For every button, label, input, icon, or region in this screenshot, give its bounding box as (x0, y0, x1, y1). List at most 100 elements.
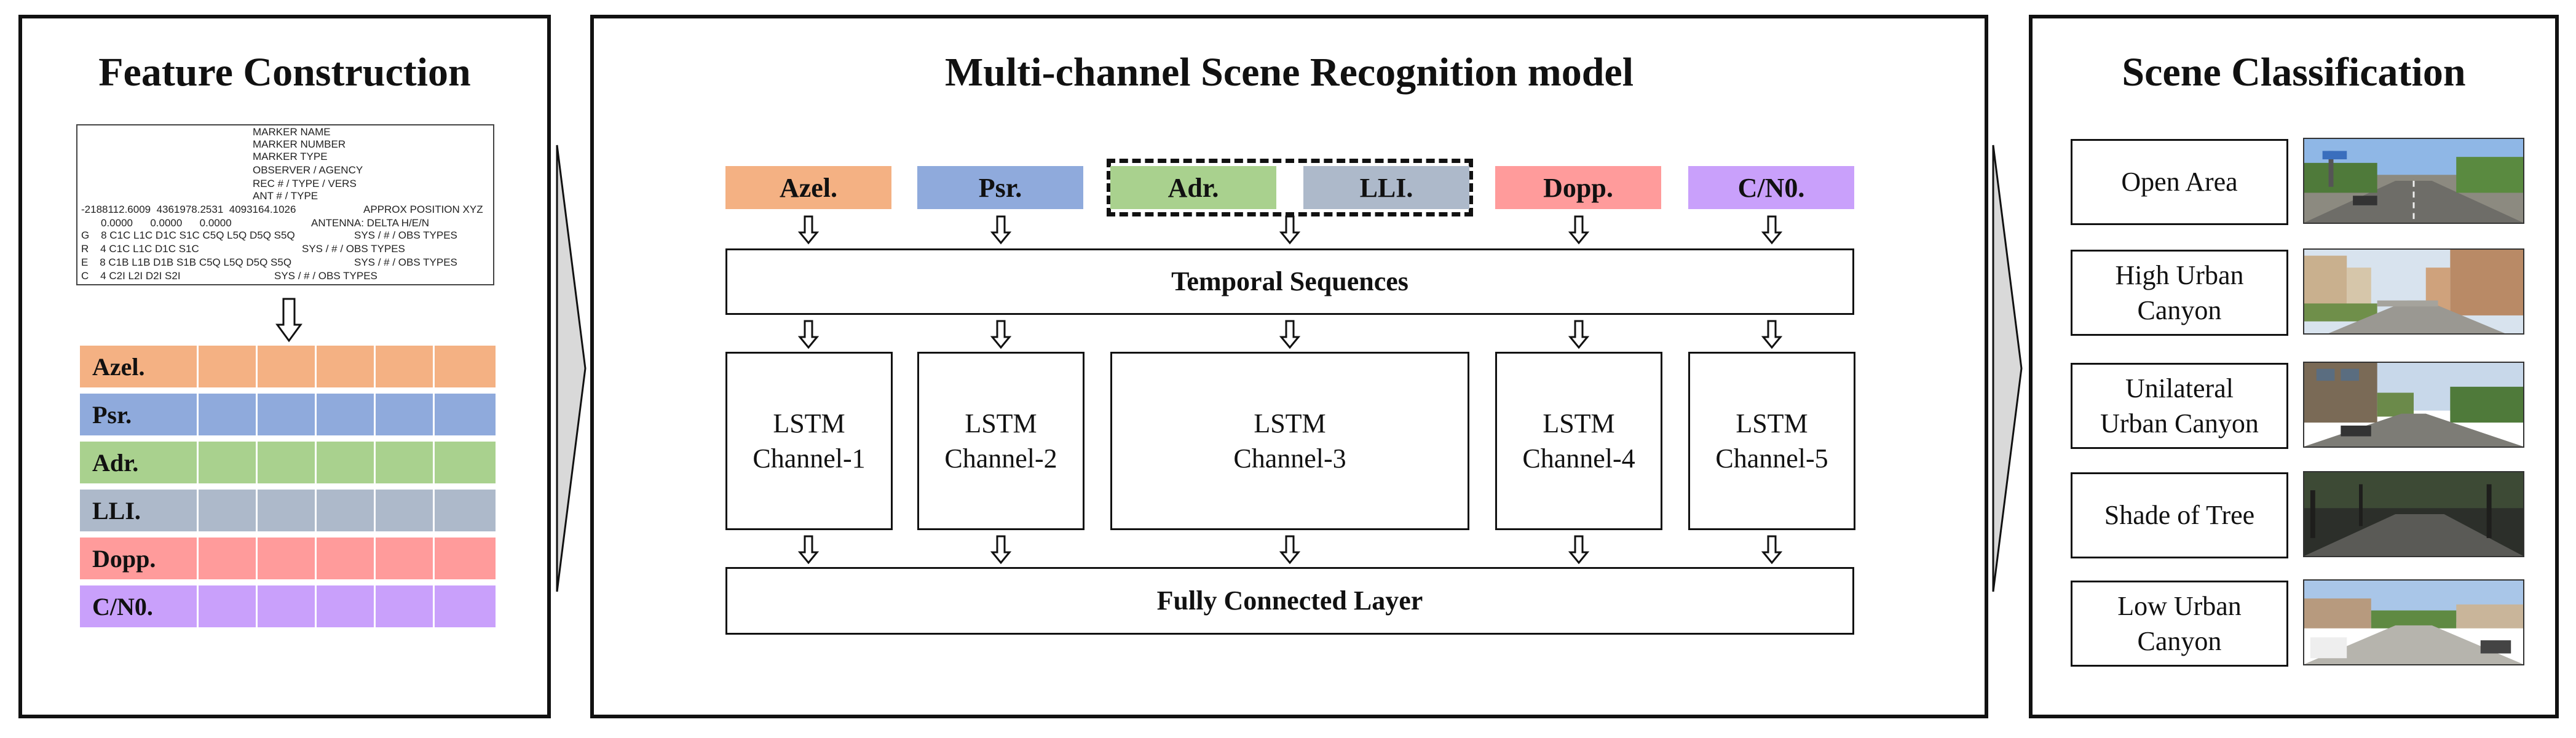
down-arrow-icon (275, 298, 302, 343)
temporal-sequences-box: Temporal Sequences (725, 248, 1854, 315)
down-arrow-icon (798, 535, 819, 565)
rinex-line: R 4 C1C L1C D1C S1C (81, 243, 199, 255)
feature-cell (433, 346, 492, 387)
scene-low-urban-canyon: Low Urban Canyon (2071, 581, 2288, 667)
input-adr: Adr. (1110, 166, 1276, 209)
fully-connected-layer-box: Fully Connected Layer (725, 567, 1854, 635)
input-psr-label: Psr. (978, 172, 1022, 203)
feature-cell (256, 394, 315, 435)
down-arrow-icon (990, 215, 1011, 245)
feature-cell (433, 394, 492, 435)
rinex-line: OBSERVER / AGENCY (253, 164, 363, 176)
chevron-right-icon (556, 145, 587, 592)
input-cn0: C/N0. (1688, 166, 1854, 209)
feature-construction-title: Feature Construction (98, 50, 471, 95)
feature-row-label: LLI. (92, 496, 141, 525)
rinex-line: REC # / TYPE / VERS (253, 178, 357, 189)
unilateral-urban-canyon-photo (2303, 362, 2524, 448)
down-arrow-icon (1279, 320, 1300, 349)
feature-cell (315, 394, 374, 435)
input-cn0-label: C/N0. (1737, 172, 1805, 203)
feature-row: Dopp. (80, 538, 496, 579)
shade-of-tree-photo (2303, 471, 2524, 557)
feature-cell (256, 585, 315, 627)
feature-construction-panel: Feature Construction MARKER NAME MARKER … (18, 15, 551, 718)
rinex-line: APPROX POSITION XYZ (363, 204, 483, 215)
scene-label: Shade of Tree (2104, 500, 2255, 531)
feature-row: LLI. (80, 490, 496, 531)
scene-label-line2: Canyon (2137, 626, 2222, 656)
channel-label: Channel-2 (944, 443, 1057, 474)
feature-cell (256, 346, 315, 387)
channel-label: Channel-1 (753, 443, 866, 474)
scene-label: Open Area (2121, 167, 2238, 197)
feature-row: C/N0. (80, 585, 496, 627)
feature-cell (374, 394, 433, 435)
rinex-line: E 8 C1B L1B D1B S1B C5Q L5Q D5Q S5Q (81, 256, 292, 268)
channel-label: Channel-5 (1715, 443, 1828, 474)
scene-label: Unilateral (2125, 373, 2234, 403)
scene-label-line2: Canyon (2137, 295, 2222, 325)
temporal-sequences-label: Temporal Sequences (1171, 266, 1409, 297)
feature-row: Azel. (80, 346, 496, 387)
input-lli-label: LLI. (1359, 172, 1413, 203)
down-arrow-icon (1568, 535, 1589, 565)
feature-cell (197, 538, 256, 579)
lstm-channel-1: LSTM Channel-1 (725, 352, 893, 530)
input-azel-label: Azel. (779, 172, 838, 203)
adr-lli-group-dashed-box (1107, 159, 1473, 216)
feature-row-label: Dopp. (92, 544, 156, 573)
rinex-line: MARKER NUMBER (253, 138, 346, 150)
feature-cell (374, 585, 433, 627)
feature-cell (374, 538, 433, 579)
fully-connected-layer-label: Fully Connected Layer (1156, 585, 1423, 616)
feature-row-label: Adr. (92, 448, 139, 477)
rinex-line: ANTENNA: DELTA H/E/N (311, 217, 430, 229)
rinex-line: MARKER NAME (253, 126, 331, 138)
rinex-line: G 8 C1C L1C D1C S1C C5Q L5Q D5Q S5Q (81, 229, 295, 241)
feature-cell (433, 585, 492, 627)
lstm-label: LSTM (1736, 408, 1808, 438)
rinex-line: SYS / # / OBS TYPES (302, 243, 405, 255)
down-arrow-icon (990, 535, 1011, 565)
chevron-right-icon (1992, 145, 2023, 592)
feature-cell (197, 346, 256, 387)
lstm-channel-5: LSTM Channel-5 (1688, 352, 1855, 530)
feature-cell (374, 346, 433, 387)
model-title: Multi-channel Scene Recognition model (944, 50, 1634, 95)
lstm-channel-3: LSTM Channel-3 (1110, 352, 1469, 530)
feature-cell (315, 346, 374, 387)
feature-cell (433, 490, 492, 531)
lstm-label: LSTM (1254, 408, 1326, 438)
feature-cell (197, 490, 256, 531)
feature-row: Adr. (80, 442, 496, 483)
down-arrow-icon (1279, 215, 1300, 245)
feature-row-label: Psr. (92, 400, 132, 429)
rinex-line: MARKER TYPE (253, 151, 328, 162)
feature-cell (256, 442, 315, 483)
down-arrow-icon (1279, 535, 1300, 565)
lstm-label: LSTM (1543, 408, 1615, 438)
high-urban-canyon-photo (2303, 248, 2524, 335)
feature-row-label: C/N0. (92, 592, 153, 621)
feature-cell (315, 538, 374, 579)
rinex-line: SYS / # / OBS TYPES (354, 256, 457, 268)
rinex-line: ANT # / TYPE (253, 190, 318, 202)
feature-cell (433, 442, 492, 483)
down-arrow-icon (990, 320, 1011, 349)
feature-cell (374, 490, 433, 531)
scene-classification-title: Scene Classification (2122, 50, 2466, 95)
scene-high-urban-canyon: High Urban Canyon (2071, 250, 2288, 336)
down-arrow-icon (1761, 215, 1782, 245)
feature-cell (315, 585, 374, 627)
down-arrow-icon (1761, 320, 1782, 349)
down-arrow-icon (798, 320, 819, 349)
low-urban-canyon-photo (2303, 579, 2524, 665)
feature-cell (197, 585, 256, 627)
down-arrow-icon (798, 215, 819, 245)
input-dopp: Dopp. (1495, 166, 1661, 209)
input-dopp-label: Dopp. (1543, 172, 1613, 203)
input-adr-label: Adr. (1167, 172, 1219, 203)
feature-cell (374, 442, 433, 483)
rinex-header-snippet: MARKER NAME MARKER NUMBER MARKER TYPE OB… (76, 124, 494, 285)
